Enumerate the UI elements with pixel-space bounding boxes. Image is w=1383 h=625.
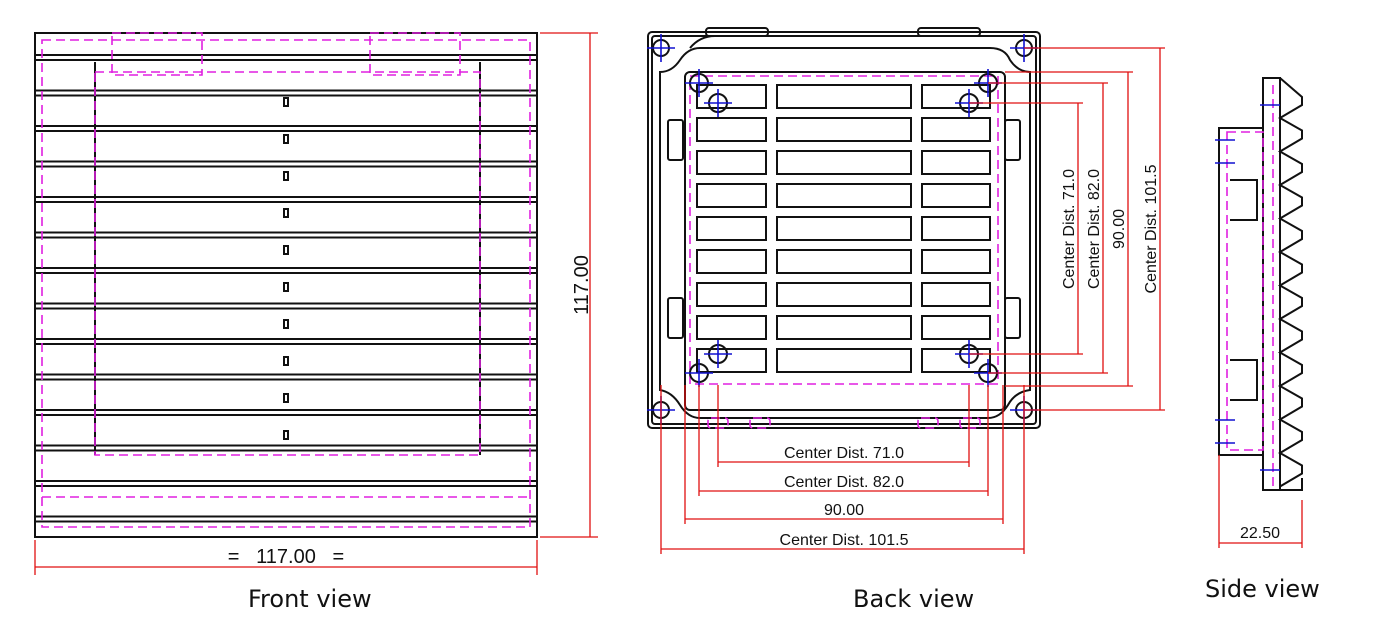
- slot: [696, 117, 767, 142]
- side-clip: [667, 119, 684, 161]
- slot: [921, 315, 991, 340]
- back-dim-v-82: Center Dist. 82.0: [1086, 169, 1103, 289]
- front-height-label: 117.00: [571, 255, 593, 315]
- slot: [776, 282, 912, 307]
- front-width-dimension: = 117.00 =: [34, 540, 538, 575]
- back-dim-v-71: Center Dist. 71.0: [1061, 169, 1078, 289]
- center-rib: [283, 282, 289, 292]
- slot: [696, 348, 767, 373]
- slot: [921, 183, 991, 208]
- side-depth-dimension: 22.50: [1218, 455, 1303, 548]
- hidden-outline: [41, 39, 531, 528]
- slot: [921, 282, 991, 307]
- top-tab: [705, 27, 769, 37]
- hidden-tab: [369, 32, 461, 76]
- slot: [921, 249, 991, 274]
- slot: [921, 216, 991, 241]
- back-dim-v-90: 90.00: [1111, 209, 1128, 249]
- slot: [696, 150, 767, 175]
- back-dim-h-71: Center Dist. 71.0: [784, 445, 904, 462]
- slot: [696, 84, 767, 109]
- center-rib: [283, 97, 289, 107]
- center-rib: [283, 319, 289, 329]
- slot: [696, 216, 767, 241]
- back-grille-frame: [684, 71, 1006, 411]
- slot: [696, 183, 767, 208]
- slot: [776, 315, 912, 340]
- side-clip: [667, 297, 684, 339]
- slot: [921, 117, 991, 142]
- center-rib: [283, 393, 289, 403]
- back-view: [647, 27, 1041, 429]
- center-rib: [283, 208, 289, 218]
- center-rib: [283, 134, 289, 144]
- side-clip: [1004, 119, 1021, 161]
- back-dim-v-101: Center Dist. 101.5: [1143, 164, 1160, 293]
- slot: [696, 282, 767, 307]
- hidden-clip: [749, 417, 771, 429]
- front-width-label: = 117.00 =: [228, 546, 344, 568]
- back-dim-h-101: Center Dist. 101.5: [780, 532, 909, 549]
- back-dim-h-82: Center Dist. 82.0: [784, 474, 904, 491]
- slot: [776, 84, 912, 109]
- side-view: [1215, 77, 1303, 491]
- front-view: [34, 32, 538, 538]
- slot: [696, 315, 767, 340]
- center-rib: [283, 245, 289, 255]
- back-view-caption: Back view: [853, 585, 975, 613]
- slot: [696, 249, 767, 274]
- slot: [921, 84, 991, 109]
- slot: [776, 150, 912, 175]
- slot: [776, 216, 912, 241]
- slot: [776, 348, 912, 373]
- hidden-clip: [917, 417, 939, 429]
- side-depth-label: 22.50: [1240, 525, 1280, 542]
- top-tab: [917, 27, 981, 37]
- front-height-dimension: 117.00: [540, 32, 598, 538]
- hidden-inner: [94, 71, 481, 456]
- center-rib: [283, 430, 289, 440]
- hidden-outline: [689, 75, 999, 385]
- side-view-caption: Side view: [1205, 575, 1320, 603]
- back-dimensions: Center Dist. 71.0 Center Dist. 82.0 90.0…: [660, 47, 1165, 554]
- side-clip: [1004, 297, 1021, 339]
- hidden-clip: [959, 417, 981, 429]
- side-fins: [1278, 77, 1303, 491]
- back-frame: [647, 31, 1041, 429]
- side-clip: [1230, 179, 1258, 401]
- slot: [776, 183, 912, 208]
- slot: [921, 150, 991, 175]
- hidden-outline: [1226, 131, 1264, 451]
- back-frame-inner: [651, 35, 1037, 425]
- front-view-caption: Front view: [248, 585, 372, 613]
- center-rib: [283, 171, 289, 181]
- back-dim-h-90: 90.00: [824, 502, 864, 519]
- center-rib: [283, 356, 289, 366]
- slot: [921, 348, 991, 373]
- slot: [776, 249, 912, 274]
- hidden-tab: [111, 32, 203, 76]
- front-frame: [34, 32, 538, 538]
- slot: [776, 117, 912, 142]
